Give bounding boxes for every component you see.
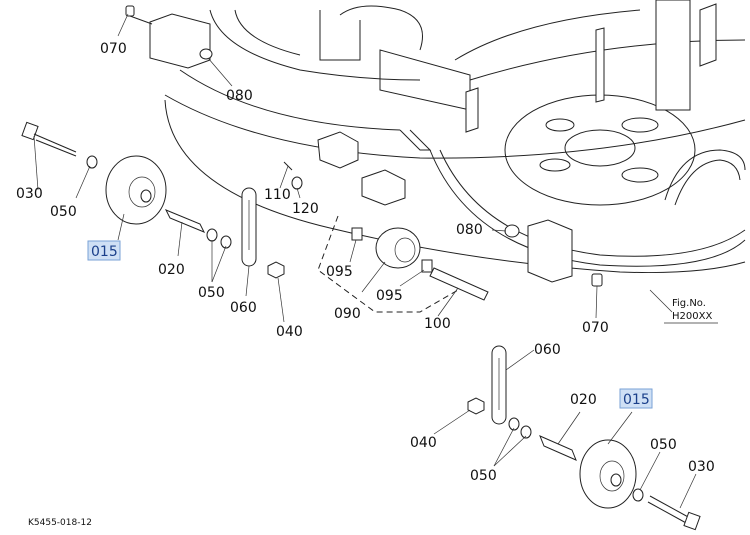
label-030-left: 030 (16, 186, 43, 202)
label-050-left: 050 (50, 204, 77, 220)
nut-040-left (267, 261, 285, 279)
fig-no-label: Fig.No. (672, 298, 706, 309)
label-030-right: 030 (688, 459, 715, 475)
label-050-left-pair: 050 (198, 285, 225, 301)
washer-050-left-a (206, 228, 218, 242)
label-020-right: 020 (570, 392, 597, 408)
link-plate-060-right (491, 345, 507, 425)
wheel-015-left (105, 155, 167, 225)
washer-050-left-b (220, 235, 232, 249)
label-120: 120 (292, 201, 319, 217)
bolt-070-top (125, 5, 153, 25)
spacer-020-right (539, 435, 577, 461)
leader-lines (33, 13, 697, 509)
link-plate-060-left (241, 187, 257, 267)
label-050-right: 050 (650, 437, 677, 453)
washer-050-left (86, 155, 98, 169)
highlight-015-right (619, 388, 653, 409)
label-050-right-pair: 050 (470, 468, 497, 484)
spacer-020-left (164, 209, 206, 233)
washer-050-right-b (520, 425, 532, 439)
bolt-070-right (591, 273, 603, 287)
label-015-right[interactable]: 015 (623, 392, 650, 408)
nut-040-right (467, 397, 485, 415)
label-100: 100 (424, 316, 451, 332)
label-060-left: 060 (230, 300, 257, 316)
bolt-030-left (21, 121, 77, 157)
footer-code: K5455-018-12 (28, 518, 92, 528)
label-095-a: 095 (326, 264, 353, 280)
washer-050-right (632, 488, 644, 502)
label-040-right: 040 (410, 435, 437, 451)
label-095-b: 095 (376, 288, 403, 304)
oring-080-top (199, 48, 213, 60)
bolt-030-right (647, 495, 701, 531)
oring-080-mid (504, 224, 520, 238)
label-080-mid: 080 (456, 222, 483, 238)
pulley-090 (375, 227, 421, 269)
label-110: 110 (264, 187, 291, 203)
highlight-015-left (87, 240, 121, 261)
label-040-left: 040 (276, 324, 303, 340)
wheel-015-right (579, 439, 637, 509)
label-020-left: 020 (158, 262, 185, 278)
shaft-100 (429, 267, 489, 301)
washer-050-right-a (508, 417, 520, 431)
label-060-right: 060 (534, 342, 561, 358)
washer-120 (291, 176, 303, 190)
label-080-top: 080 (226, 88, 253, 104)
fig-no-value: H200XX (672, 311, 712, 322)
label-070-right: 070 (582, 320, 609, 336)
label-070-top: 070 (100, 41, 127, 57)
bushing-095-b (421, 259, 433, 273)
label-090: 090 (334, 306, 361, 322)
mower-deck (149, 0, 746, 283)
label-015-left[interactable]: 015 (91, 244, 118, 260)
bushing-095-a (351, 227, 363, 241)
